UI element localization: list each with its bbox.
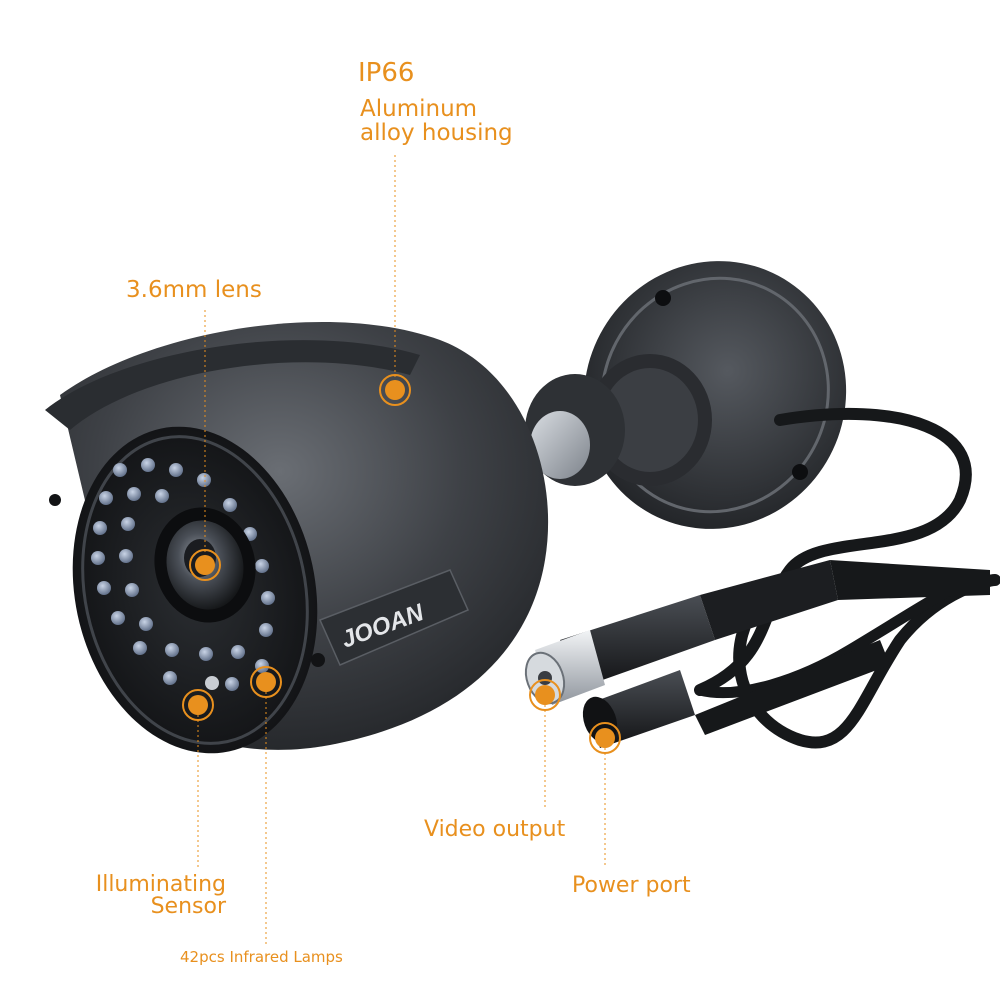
callout-lines (197, 155, 606, 945)
ip-rating-label: IP66 (358, 58, 415, 88)
sensor-label-line1: Illuminating (95, 872, 226, 897)
housing-label-line2: alloy housing (360, 120, 513, 146)
callout-dot-sensor (182, 689, 214, 721)
infrared-label: 42pcs Infrared Lamps (180, 948, 343, 966)
callout-dots (182, 374, 621, 754)
callout-dot-power (589, 722, 621, 754)
callout-dot-sensor-core (188, 695, 208, 715)
wall-mount (525, 261, 847, 529)
callout-dot-video (529, 679, 561, 711)
callout-dot-infrared (250, 666, 282, 698)
housing-label: Aluminum alloy housing (360, 97, 513, 145)
light-sensor (205, 676, 219, 690)
callout-dot-housing (379, 374, 411, 406)
video-output-label: Video output (424, 817, 566, 842)
power-port-label: Power port (572, 873, 691, 898)
infrared-led-ring (91, 458, 275, 691)
callout-dot-lens (189, 549, 221, 581)
callout-dot-housing-core (385, 380, 405, 400)
callout-dot-lens-core (195, 555, 215, 575)
callout-dot-power-core (595, 728, 615, 748)
sensor-label: Illuminating Sensor (76, 874, 226, 918)
callout-dot-infrared-core (256, 672, 276, 692)
cable (694, 407, 1000, 749)
callout-dot-video-core (535, 685, 555, 705)
connectors (524, 560, 990, 748)
camera-body (45, 321, 549, 754)
sensor-label-line2: Sensor (150, 894, 226, 919)
housing-label-line1: Aluminum (360, 96, 478, 122)
lens-label: 3.6mm lens (126, 277, 262, 303)
